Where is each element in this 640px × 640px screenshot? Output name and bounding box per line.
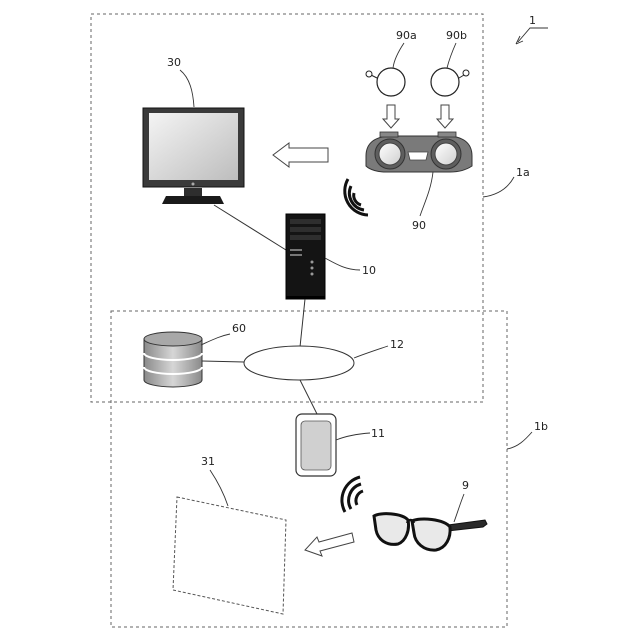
second-area-label: 1b [534,420,548,433]
screen-leader [210,470,228,506]
database-label: 60 [232,322,246,335]
first-area-label: 1a [516,166,530,179]
trial-frame-leader [420,172,433,216]
wireless-signal-icon [342,477,363,512]
monitor-icon [143,108,244,204]
lens-a-icon [366,68,405,96]
computer-tower-icon [286,214,325,299]
monitor-computer-wire [214,205,286,250]
eyeglasses-icon [374,514,487,550]
monitor-leader [180,70,194,107]
network-label: 12 [390,338,404,351]
system-label: 1 [529,14,536,27]
down-arrow-b-icon [437,105,453,128]
screen-label: 31 [201,455,215,468]
lens-a-label: 90a [396,29,417,42]
database-network-wire [202,361,244,362]
computer-network-wire [300,299,305,347]
smartphone-icon [296,414,336,476]
smartphone-label: 11 [371,427,385,440]
computer-leader [325,258,360,270]
wireless-signal-icon [345,179,368,215]
left-arrow-icon [273,143,328,167]
monitor-label: 30 [167,56,181,69]
database-leader [201,334,230,345]
lens-b-label: 90b [446,29,467,42]
trial-frame-icon [366,132,472,172]
smartphone-leader [336,433,370,440]
computer-label: 10 [362,264,376,277]
lens-b-icon [431,68,469,96]
down-arrow-a-icon [383,105,399,128]
network-phone-wire [300,380,318,416]
lens-a-leader [393,43,404,68]
display-plane-icon [173,497,286,614]
system-leader [518,28,548,42]
system-reference: 1 [516,14,548,44]
lower-left-arrow-icon [305,533,354,556]
second-area-leader [507,432,532,449]
network-leader [354,346,388,358]
lens-b-leader [447,43,456,68]
trial-frame-label: 90 [412,219,426,232]
network-icon [244,346,354,380]
database-icon [144,332,202,387]
glasses-label: 9 [462,479,469,492]
first-area-leader [483,177,514,197]
glasses-leader [454,494,464,522]
